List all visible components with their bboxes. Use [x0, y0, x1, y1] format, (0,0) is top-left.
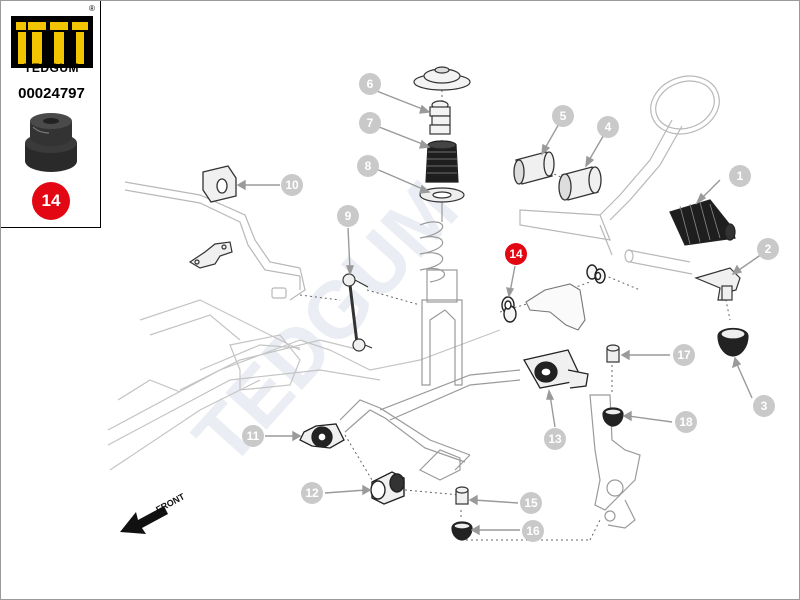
ball-joint-upper-boot [602, 407, 624, 427]
part-number: 00024797 [18, 85, 85, 102]
strut-assembly [419, 200, 463, 386]
product-thumbnail [25, 113, 77, 172]
tie-rod-end [694, 267, 741, 301]
ball-joint-boot [717, 327, 749, 357]
stabilizer-bracket [188, 241, 233, 269]
tedgum-logo-icon [11, 16, 93, 68]
lower-control-arm [339, 369, 521, 481]
callout-11[interactable]: 11 [242, 425, 264, 447]
control-arm-bushing-12 [370, 471, 405, 505]
stabilizer-bar [124, 181, 306, 301]
callout-6[interactable]: 6 [359, 73, 381, 95]
product-info-panel: ® TEDGUM 00024797 14 [0, 0, 101, 228]
brand-name: TEDGUM [24, 61, 79, 75]
control-arm-rear-bushing [523, 349, 589, 389]
svg-text:12: 12 [305, 486, 319, 500]
svg-text:3: 3 [761, 399, 768, 413]
svg-text:7: 7 [367, 116, 374, 130]
svg-text:14: 14 [509, 247, 523, 261]
svg-text:17: 17 [677, 348, 691, 362]
steering-rack-boot [669, 199, 736, 246]
callout-16[interactable]: 16 [522, 520, 544, 542]
svg-text:8: 8 [365, 159, 372, 173]
spring-seat [419, 187, 465, 203]
callout-2[interactable]: 2 [757, 238, 779, 260]
ball-joint-upper [606, 344, 620, 363]
svg-text:10: 10 [285, 178, 299, 192]
dust-boot [425, 140, 459, 183]
callout-14[interactable]: 14 [505, 243, 527, 265]
svg-text:9: 9 [345, 209, 352, 223]
callout-3[interactable]: 3 [753, 395, 775, 417]
ball-joint-lower [455, 486, 469, 505]
registered-mark: ® [89, 4, 95, 13]
svg-text:2: 2 [765, 242, 772, 256]
svg-text:4: 4 [605, 120, 612, 134]
steering-outline [519, 75, 720, 275]
callout-15[interactable]: 15 [520, 492, 542, 514]
callout-10[interactable]: 10 [281, 174, 303, 196]
chassis-outline [107, 299, 501, 471]
svg-text:16: 16 [526, 524, 540, 538]
ball-joint-lower-boot [451, 521, 473, 541]
callout-1[interactable]: 1 [729, 165, 751, 187]
control-arm-front-bushing [299, 423, 345, 449]
callout-13[interactable]: 13 [544, 428, 566, 450]
svg-text:1: 1 [737, 169, 744, 183]
callout-17[interactable]: 17 [673, 344, 695, 366]
strut-top-mount [413, 66, 471, 91]
callout-9[interactable]: 9 [337, 205, 359, 227]
callout-12[interactable]: 12 [301, 482, 323, 504]
steering-bushing-5 [513, 151, 555, 185]
callout-18[interactable]: 18 [675, 411, 697, 433]
reference-badge: 14 [32, 182, 70, 220]
stabilizer-bushing [202, 165, 237, 203]
anti-roll-bracket [525, 283, 586, 331]
steering-bushing-4 [558, 166, 602, 201]
bump-stop [429, 100, 451, 135]
svg-text:18: 18 [679, 415, 693, 429]
svg-text:13: 13 [548, 432, 562, 446]
callout-7[interactable]: 7 [359, 112, 381, 134]
svg-text:5: 5 [560, 109, 567, 123]
stabilizer-link [342, 273, 373, 352]
front-arrow-icon [120, 506, 168, 534]
target-bushing-pair [501, 264, 606, 323]
svg-text:15: 15 [524, 496, 538, 510]
callout-markers: 1 2 3 4 5 6 7 8 9 10 11 12 13 14 15 16 1… [242, 73, 779, 542]
callout-5[interactable]: 5 [552, 105, 574, 127]
callout-arrows [236, 89, 763, 536]
svg-text:11: 11 [247, 429, 260, 443]
svg-text:6: 6 [367, 77, 374, 91]
steering-knuckle [589, 394, 641, 529]
callout-8[interactable]: 8 [357, 155, 379, 177]
callout-4[interactable]: 4 [597, 116, 619, 138]
